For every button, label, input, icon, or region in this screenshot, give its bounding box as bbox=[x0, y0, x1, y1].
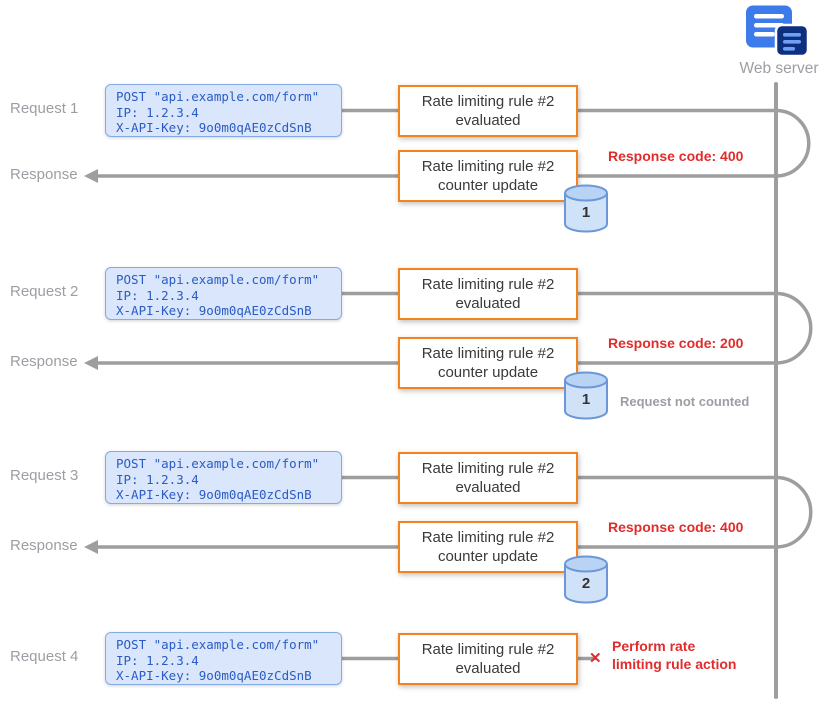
counter-database-icon-3: 2 bbox=[564, 555, 608, 604]
response-3-label: Response bbox=[10, 537, 78, 554]
rule-box-title: Rate limiting rule #2 bbox=[421, 460, 555, 477]
counter-value-2: 1 bbox=[582, 391, 590, 408]
counter-box-title: Rate limiting rule #2 bbox=[421, 529, 555, 546]
rule-box-subtitle: evaluated bbox=[455, 479, 521, 496]
request-apikey-line: X-API-Key: 9o0m0qAE0zCdSnB bbox=[116, 668, 312, 683]
rule-box-title: Rate limiting rule #2 bbox=[421, 641, 555, 658]
rule-box-title: Rate limiting rule #2 bbox=[421, 276, 555, 293]
rule-evaluated-box-3: Rate limiting rule #2 evaluated bbox=[398, 452, 578, 504]
rule-evaluated-box-4: Rate limiting rule #2 evaluated bbox=[398, 633, 578, 685]
response-1-label: Response bbox=[10, 166, 78, 183]
request-method-line: POST "api.example.com/form" bbox=[116, 637, 320, 652]
request-apikey-line: X-API-Key: 9o0m0qAE0zCdSnB bbox=[116, 487, 312, 502]
counter-box-title: Rate limiting rule #2 bbox=[421, 345, 555, 362]
request-2-payload: POST "api.example.com/form" IP: 1.2.3.4 … bbox=[105, 267, 342, 320]
counter-database-icon-1: 1 bbox=[564, 184, 608, 233]
processing-arc-3 bbox=[775, 475, 813, 549]
request-4-payload: POST "api.example.com/form" IP: 1.2.3.4 … bbox=[105, 632, 342, 685]
counter-value-1: 1 bbox=[582, 204, 590, 221]
request-method-line: POST "api.example.com/form" bbox=[116, 89, 320, 104]
counter-update-box-3: Rate limiting rule #2 counter update bbox=[398, 521, 578, 573]
response-arrowhead-3 bbox=[84, 540, 98, 554]
not-counted-note: Request not counted bbox=[620, 394, 750, 409]
rule-evaluated-box-1: Rate limiting rule #2 evaluated bbox=[398, 85, 578, 137]
counter-box-subtitle: counter update bbox=[437, 177, 539, 194]
request-apikey-line: X-API-Key: 9o0m0qAE0zCdSnB bbox=[116, 303, 312, 318]
processing-arc-2 bbox=[775, 291, 813, 365]
request-ip-line: IP: 1.2.3.4 bbox=[116, 471, 199, 487]
response-arrowhead-2 bbox=[84, 356, 98, 370]
rule-evaluated-box-2: Rate limiting rule #2 evaluated bbox=[398, 268, 578, 320]
request-ip-line: IP: 1.2.3.4 bbox=[116, 104, 199, 120]
response-2-label: Response bbox=[10, 353, 78, 370]
counter-box-subtitle: counter update bbox=[437, 364, 539, 381]
rule-box-subtitle: evaluated bbox=[455, 112, 521, 129]
request-1-payload: POST "api.example.com/form" IP: 1.2.3.4 … bbox=[105, 84, 342, 137]
counter-box-subtitle: counter update bbox=[437, 548, 539, 565]
request-3-payload: POST "api.example.com/form" IP: 1.2.3.4 … bbox=[105, 451, 342, 504]
response-code-note-2: Response code: 200 bbox=[608, 335, 744, 351]
request-ip-line: IP: 1.2.3.4 bbox=[116, 287, 199, 303]
request-3-label: Request 3 bbox=[10, 467, 79, 484]
request-2-label: Request 2 bbox=[10, 283, 79, 300]
rule-box-subtitle: evaluated bbox=[455, 295, 521, 312]
rule-action-note-line2: limiting rule action bbox=[612, 656, 737, 672]
request-apikey-line: X-API-Key: 9o0m0qAE0zCdSnB bbox=[116, 120, 312, 135]
processing-arc-1 bbox=[775, 108, 811, 178]
response-code-note-1: Response code: 400 bbox=[608, 148, 744, 164]
counter-database-icon-2: 1 bbox=[564, 371, 608, 420]
rule-box-title: Rate limiting rule #2 bbox=[421, 93, 555, 110]
counter-update-box-2: Rate limiting rule #2 counter update bbox=[398, 337, 578, 389]
web-server-label: Web server bbox=[739, 60, 819, 77]
counter-box-title: Rate limiting rule #2 bbox=[421, 158, 555, 175]
request-method-line: POST "api.example.com/form" bbox=[116, 272, 320, 287]
counter-update-box-1: Rate limiting rule #2 counter update bbox=[398, 150, 578, 202]
counter-value-3: 2 bbox=[582, 575, 590, 592]
request-ip-line: IP: 1.2.3.4 bbox=[116, 652, 199, 668]
blocked-x-icon: ✕ bbox=[589, 650, 602, 667]
request-method-line: POST "api.example.com/form" bbox=[116, 456, 320, 471]
request-4-label: Request 4 bbox=[10, 648, 79, 665]
rule-action-note-line1: Perform rate bbox=[612, 638, 696, 654]
rule-box-subtitle: evaluated bbox=[455, 660, 521, 677]
request-1-label: Request 1 bbox=[10, 100, 79, 117]
server-icon bbox=[746, 5, 810, 58]
response-arrowhead-1 bbox=[84, 169, 98, 183]
response-code-note-3: Response code: 400 bbox=[608, 519, 744, 535]
